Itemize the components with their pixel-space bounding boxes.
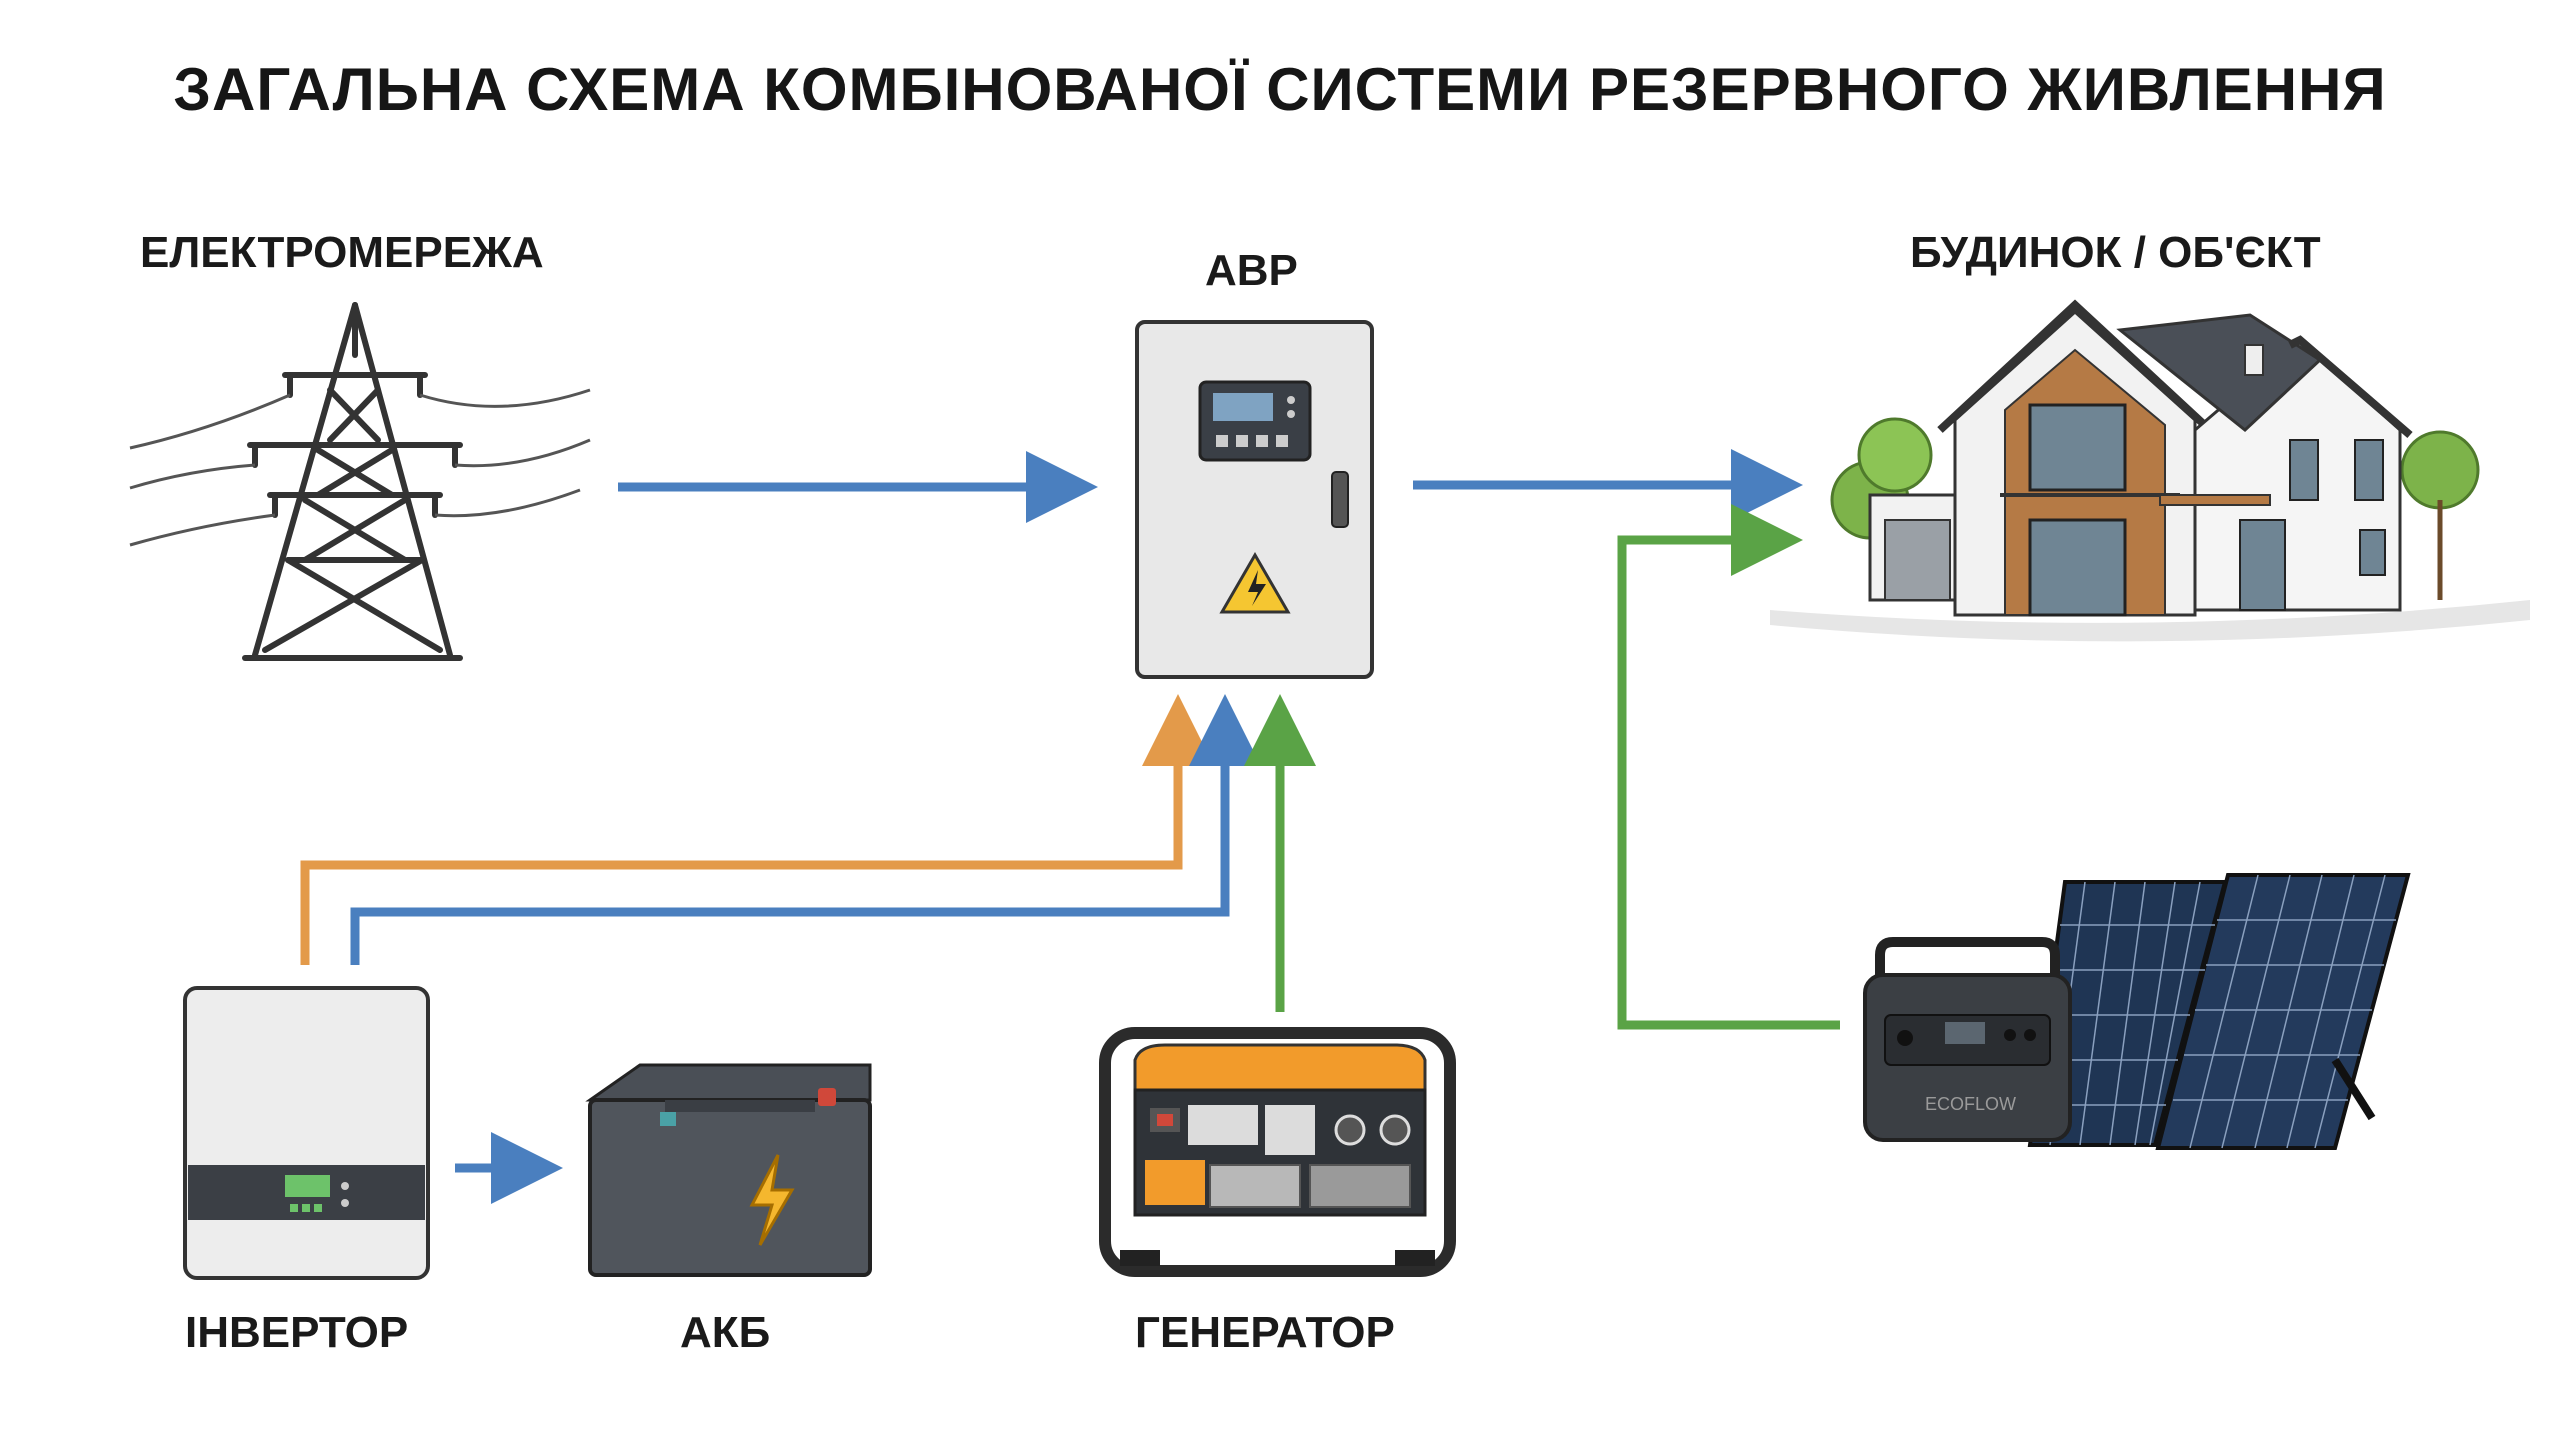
battery-icon	[585, 1063, 872, 1277]
inverter-label: ІНВЕРТОР	[185, 1308, 409, 1357]
station-brand-text: ECOFLOW	[1925, 1094, 2016, 1114]
inverter-to-ats-orange-arrow	[300, 694, 1214, 965]
inverter-to-ats-blue-arrow	[350, 694, 1261, 965]
power-tower-icon	[242, 302, 463, 661]
grid-label: ЕЛЕКТРОМЕРЕЖА	[140, 228, 544, 277]
solar-panel-icon	[2027, 873, 2411, 1150]
battery-label: АКБ	[680, 1308, 771, 1357]
power-station-icon: ECOFLOW	[1863, 937, 2072, 1142]
house-label: БУДИНОК / ОБ'ЄКТ	[1910, 228, 2321, 277]
generator-icon	[1099, 1027, 1456, 1277]
house-icon	[1770, 299, 2530, 642]
inverter-icon	[183, 986, 430, 1280]
ats-label: АВР	[1205, 246, 1298, 295]
power-lines	[129, 388, 591, 547]
generator-label: ГЕНЕРАТОР	[1135, 1308, 1395, 1357]
ats-cabinet	[1135, 320, 1374, 679]
diagram-title: ЗАГАЛЬНА СХЕМА КОМБІНОВАНОЇ СИСТЕМИ РЕЗЕ…	[173, 56, 2387, 123]
station-to-house-arrow	[1617, 504, 1840, 1030]
